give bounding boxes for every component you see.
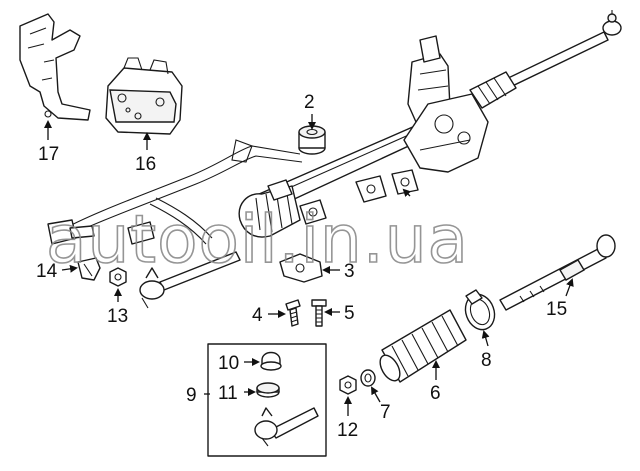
callout-4: 4: [252, 305, 263, 326]
callout-3: 3: [344, 261, 355, 282]
part-9-kit-box: [207, 343, 327, 457]
part-2-bushing: [298, 125, 326, 155]
callout-6: 6: [430, 383, 441, 404]
callout-7: 7: [380, 402, 391, 423]
steering-rack-assembly: [238, 10, 622, 238]
callout-8: 8: [481, 350, 492, 371]
callout-13: 13: [107, 306, 128, 327]
part-15-inner-tie-rod: [499, 234, 616, 311]
part-4-bolt: [285, 299, 301, 327]
callout-15: 15: [546, 299, 567, 320]
callout-5: 5: [344, 303, 355, 324]
callout-10: 10: [218, 353, 239, 374]
part-17-bracket: [19, 13, 91, 121]
part-7-clamp: [360, 369, 376, 387]
callout-14: 14: [36, 261, 58, 282]
part-10-cap: [260, 351, 282, 371]
callout-17: 17: [38, 144, 59, 165]
part-8-boot-clamp: [464, 289, 496, 331]
part-13-nut: [109, 267, 127, 287]
callout-11: 11: [218, 383, 238, 404]
part-3-clamp: [279, 253, 323, 283]
part-14-clip: [77, 257, 101, 281]
part-5-bolt: [311, 299, 327, 327]
part-12-nut: [339, 375, 357, 395]
left-tie-rod: [139, 251, 241, 309]
part-6-boot: [379, 309, 467, 383]
callout-2: 2: [304, 92, 315, 113]
callout-12: 12: [337, 420, 358, 441]
watermark: autooil.in.ua: [46, 201, 469, 278]
tie-rod-end: [254, 407, 319, 447]
callout-16: 16: [135, 154, 156, 175]
wiring-harness: [47, 139, 303, 245]
part-16-control-module: [105, 57, 183, 135]
part-11-seal: [256, 382, 280, 398]
leader-lines: [44, 114, 574, 416]
callout-9: 9: [186, 385, 197, 406]
callout-labels: 2 3 4 5 6 7 8 9 10 11 12 13 14 15 16 17: [36, 92, 567, 441]
